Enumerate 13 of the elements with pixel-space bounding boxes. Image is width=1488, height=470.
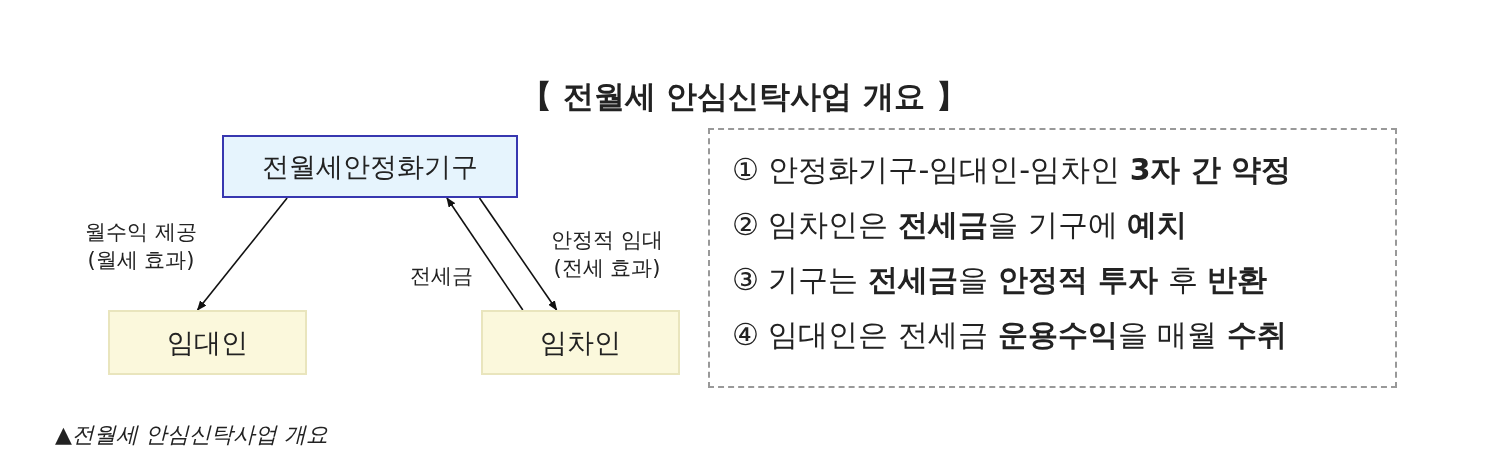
process-box: 전월세안정화기구 — [222, 135, 518, 198]
arrow — [196, 197, 288, 311]
arrow — [446, 197, 524, 311]
party-box: 임대인 — [108, 310, 307, 375]
caption: ▲전월세 안심신탁사업 개요 — [55, 421, 328, 449]
list-item: ① 안정화기구-임대인-임차인 3자 간 약정 — [732, 151, 1292, 189]
title: 【 전월세 안심신탁사업 개요 】 — [519, 77, 969, 116]
list-item: ③ 기구는 전세금을 안정적 투자 후 반환 — [732, 261, 1268, 299]
summary-box — [708, 128, 1397, 388]
party-box: 임차인 — [481, 310, 680, 375]
arrow — [478, 197, 558, 311]
list-item: ② 임차인은 전세금을 기구에 예치 — [732, 206, 1188, 244]
list-item: ④ 임대인은 전세금 운용수익을 매월 수취 — [732, 316, 1287, 354]
